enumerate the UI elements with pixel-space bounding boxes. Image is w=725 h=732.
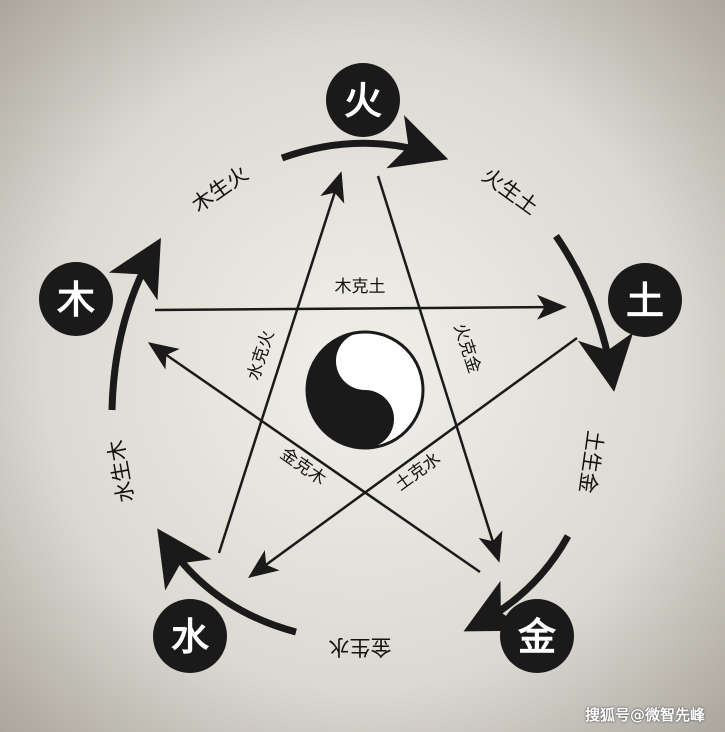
arrow-metal-wood [147,342,481,574]
label-wood-controls-earth: 木克土 [335,277,386,297]
node-earth: 土 [608,263,682,337]
node-wood: 木 [39,262,113,336]
arc-earth-metal [463,534,572,632]
arc-wood-fire [280,115,449,169]
node-fire-label: 火 [344,79,382,123]
node-water-label: 水 [171,615,210,659]
arrow-fire-metal [376,175,503,563]
node-water: 水 [153,599,227,673]
label-earth-generates-metal: 土生金 [575,429,608,495]
label-water-generates-wood: 水生木 [104,438,139,504]
label-fire-controls-metal: 火克金 [449,321,484,376]
yin-yang-icon [305,330,425,450]
arc-fire-earth [553,234,634,392]
label-metal-generates-water: 金生水 [329,635,392,659]
node-earth-label: 土 [626,279,664,323]
node-metal-label: 金 [517,615,557,659]
arrow-earth-water [247,336,578,578]
label-earth-controls-water: 土克水 [392,449,445,495]
arc-water-wood [108,237,161,411]
arrow-water-fire [217,171,345,554]
arc-metal-water [157,528,297,636]
node-fire: 火 [326,63,400,137]
node-wood-label: 木 [57,278,95,322]
label-wood-generates-fire: 木生火 [187,161,252,217]
arrow-wood-earth [154,294,567,320]
label-fire-generates-earth: 火生土 [478,163,543,219]
label-water-controls-fire: 水克火 [244,328,279,383]
watermark-text: 搜狐号@微智先峰 [585,706,706,724]
node-metal: 金 [500,599,574,673]
label-metal-controls-wood: 金克木 [276,444,329,490]
